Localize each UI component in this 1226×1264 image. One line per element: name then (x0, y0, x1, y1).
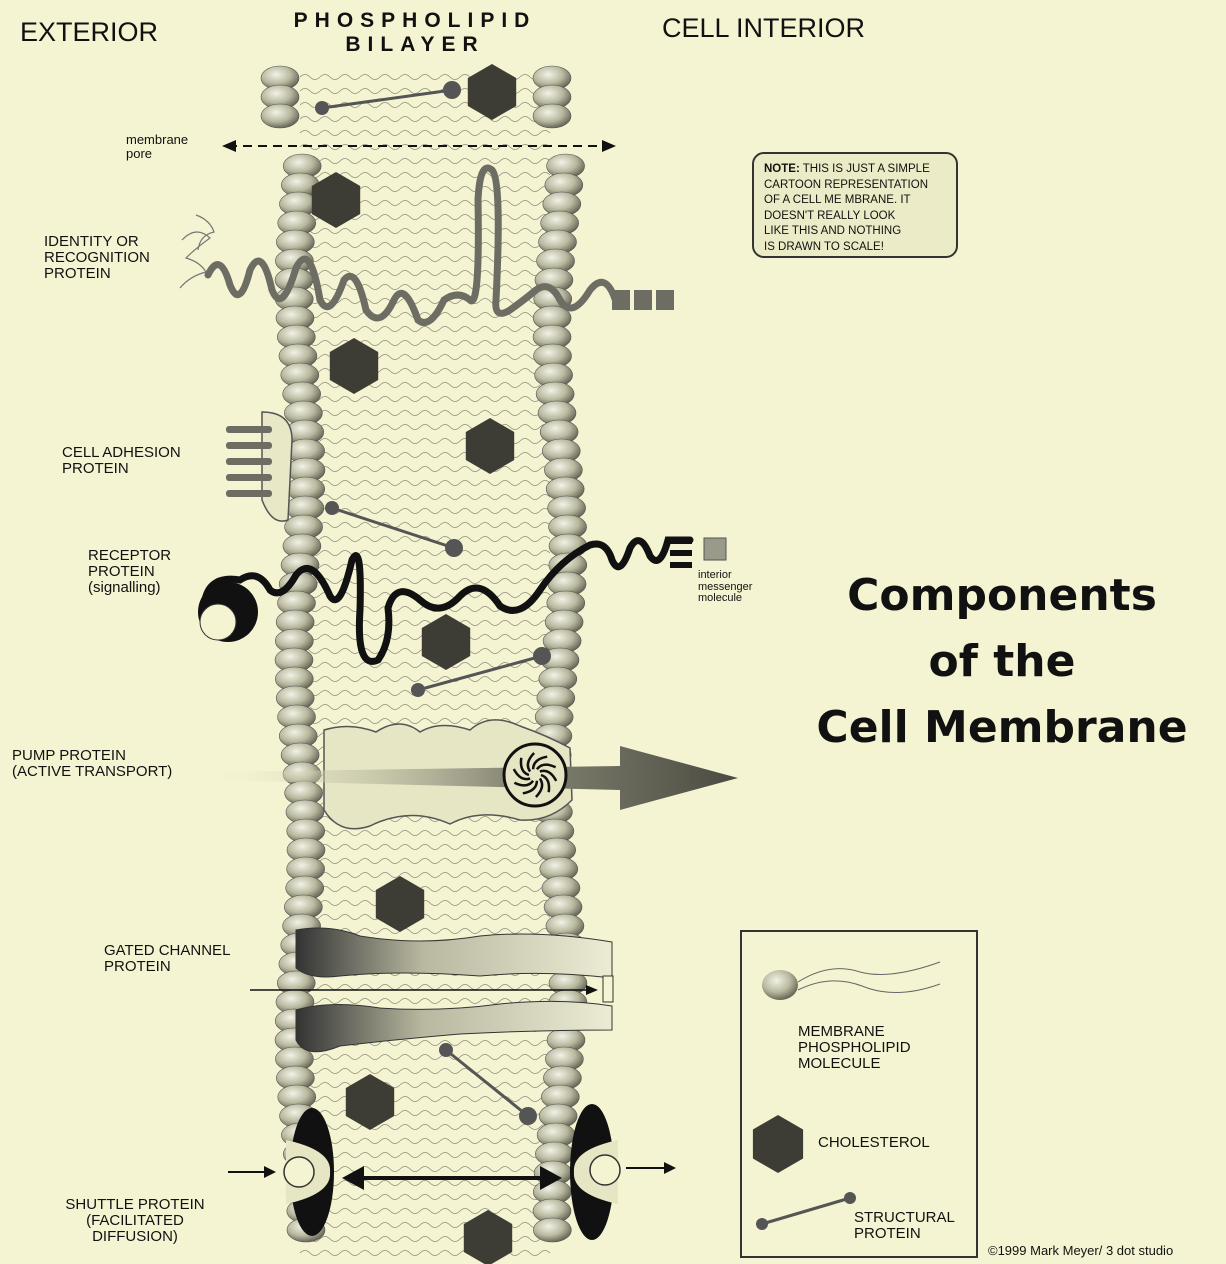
title-line-1: Components (792, 570, 1212, 621)
cell-adhesion-protein (226, 412, 292, 521)
bilayer-heading-line1: PHOSPHOLIPID (270, 10, 560, 32)
pump-protein-label: PUMP PROTEIN(ACTIVE TRANSPORT) (12, 748, 172, 780)
inner-phospholipid-head (533, 104, 571, 128)
note-line: IS DRAWN TO SCALE! (764, 240, 956, 256)
copyright: ©1999 Mark Meyer/ 3 dot studio (988, 1244, 1224, 1258)
outer-phospholipid-head (261, 104, 299, 128)
title-line-3: Cell Membrane (792, 702, 1212, 753)
exterior-heading: EXTERIOR (20, 18, 158, 46)
note-box: NOTE: THIS IS JUST A SIMPLE CARTOON REPR… (752, 152, 958, 258)
bilayer-heading-line2: BILAYER (270, 34, 560, 56)
legend-cholesterol-label: CHOLESTEROL (818, 1135, 930, 1151)
note-line: CARTOON REPRESENTATION (764, 178, 956, 194)
note-line: THIS IS JUST A SIMPLE (800, 163, 930, 175)
title-line-2: of the (792, 636, 1212, 687)
note-line: OF A CELL ME MBRANE. IT (764, 193, 956, 209)
inner-phospholipid-head (533, 1218, 571, 1242)
note-line: DOESN'T REALLY LOOK (764, 209, 956, 225)
note-lead: NOTE: (764, 163, 800, 175)
note-line: LIKE THIS AND NOTHING (764, 224, 956, 240)
cell-interior-heading: CELL INTERIOR (662, 14, 865, 42)
